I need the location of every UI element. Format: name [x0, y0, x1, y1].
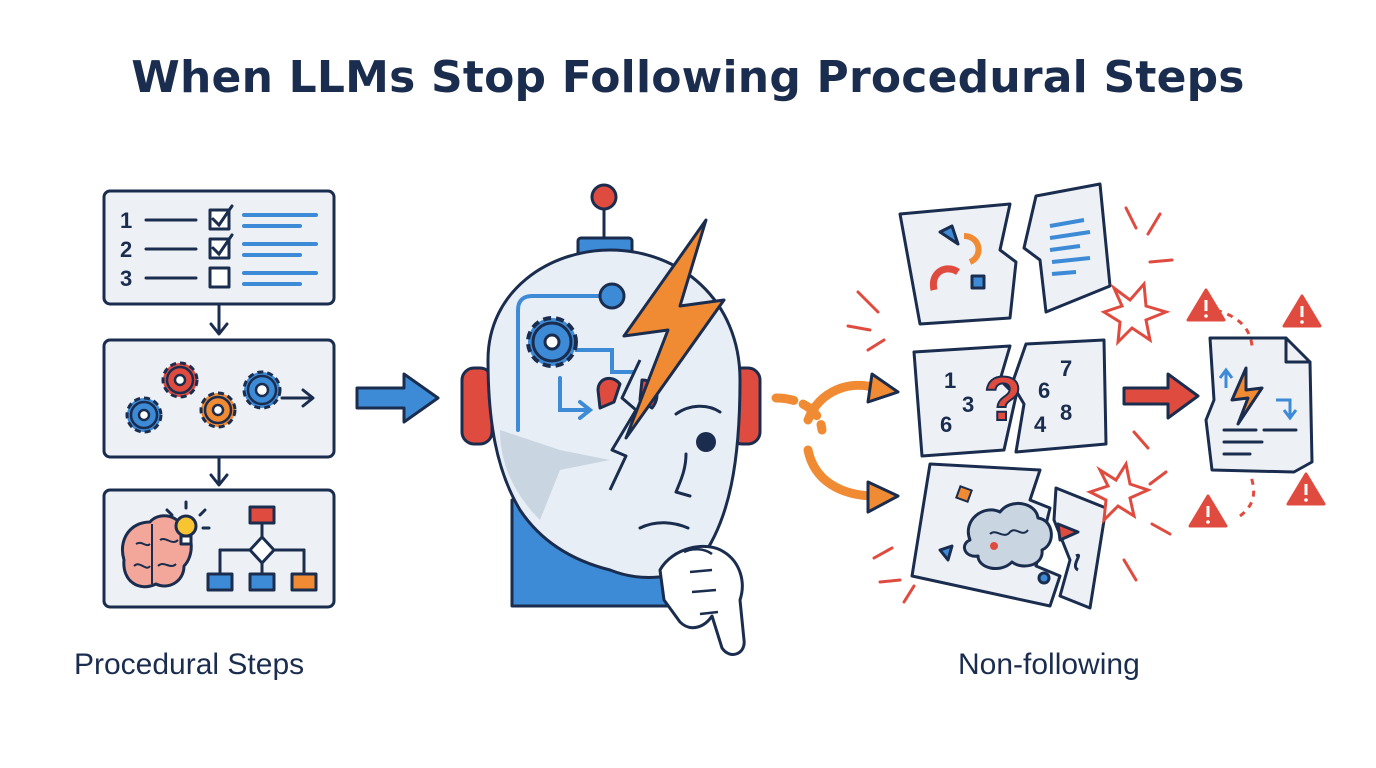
- blue-arrow-icon: [355, 372, 440, 424]
- warning-icon-top-left: [1186, 288, 1226, 322]
- final-broken-document-icon: [1204, 336, 1314, 474]
- caption-non-following: Non-following: [958, 648, 1140, 681]
- page-title: When LLMs Stop Following Procedural Step…: [131, 52, 1245, 103]
- gears-panel: [102, 338, 336, 459]
- lightning-bolt-icon: [622, 218, 726, 440]
- spark-lines: [846, 206, 1174, 604]
- checkbox-empty-3: [208, 266, 231, 289]
- scrambled-numbers-document: 1 3 6 6 7 8 4 ?: [912, 338, 1108, 458]
- brain-icon: [121, 514, 193, 589]
- burst-icon-top: [1100, 280, 1171, 347]
- flowchart-icon: [206, 505, 318, 592]
- branching-arrows: [771, 372, 900, 514]
- dashed-link-top: [1215, 308, 1254, 347]
- checklist-icon: 1 2 3: [120, 204, 318, 291]
- step-number-1: 1: [120, 208, 132, 233]
- scrambled-digit-4: 6: [1038, 378, 1050, 403]
- scrambled-digit-7: 4: [1034, 412, 1047, 437]
- step-number-3: 3: [120, 266, 132, 291]
- lightbulb-icon: [165, 500, 211, 546]
- thought-cloud-icon: [962, 502, 1053, 571]
- checklist-panel: 1 2 3: [102, 189, 336, 306]
- warning-icon-bottom-left: [1188, 494, 1228, 528]
- warning-icon-bottom-right: [1286, 472, 1326, 506]
- gears-icon: [125, 361, 315, 434]
- broken-document-icon-top: [898, 182, 1112, 326]
- step-number-2: 2: [120, 237, 132, 262]
- broken-document-icon-bottom: [910, 462, 1108, 610]
- robot-hand-icon: [658, 544, 746, 656]
- caption-procedural-steps: Procedural Steps: [74, 648, 305, 681]
- scrambled-digit-3: 6: [940, 412, 952, 437]
- brain-flowchart-panel: [102, 488, 336, 609]
- warning-icon-top-right: [1282, 294, 1322, 328]
- scrambled-digit-6: 8: [1060, 400, 1072, 425]
- scrambled-digit-2: 3: [962, 392, 974, 417]
- burst-icon-bottom: [1086, 460, 1153, 525]
- red-arrow-icon: [1122, 372, 1200, 420]
- dashed-link-bottom: [1239, 473, 1256, 518]
- question-mark-icon: ?: [984, 365, 1022, 434]
- robot-head-icon: [460, 183, 762, 656]
- scrambled-digit-1: 1: [944, 368, 956, 393]
- procedural-steps-column: 1 2 3: [102, 189, 336, 609]
- scrambled-digit-5: 7: [1060, 356, 1072, 381]
